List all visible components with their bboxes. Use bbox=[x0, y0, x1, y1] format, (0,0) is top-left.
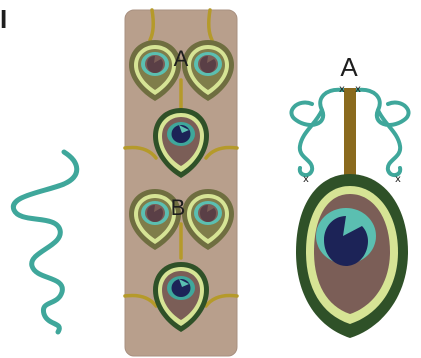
detail-eye bbox=[296, 174, 408, 338]
strip-label-a: A bbox=[174, 46, 189, 71]
detail-stalk bbox=[344, 88, 356, 184]
detail-filament-left bbox=[291, 90, 343, 175]
strip-label-b: B bbox=[171, 195, 186, 220]
marker-x-2: x bbox=[355, 84, 361, 95]
marker-x-4: x bbox=[395, 174, 401, 185]
marker-x-1: x bbox=[339, 84, 345, 95]
marker-x-3: x bbox=[303, 174, 309, 185]
panel-letter: I bbox=[0, 4, 7, 34]
detail-filament-right bbox=[357, 90, 409, 175]
wavy-filament-left bbox=[13, 152, 76, 332]
detail-label-a: A bbox=[340, 52, 358, 82]
